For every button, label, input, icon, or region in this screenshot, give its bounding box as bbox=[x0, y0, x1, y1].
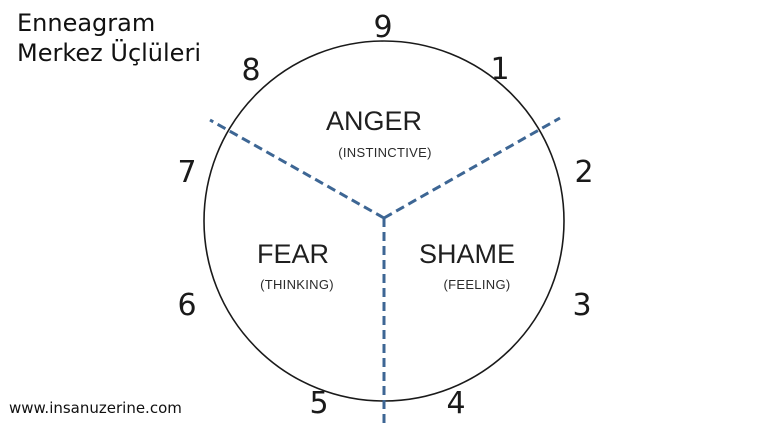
divider-line-right bbox=[383, 116, 561, 220]
point-1: 1 bbox=[490, 52, 509, 87]
point-3: 3 bbox=[572, 288, 591, 323]
website-url: www.insanuzerine.com bbox=[9, 399, 182, 417]
point-5: 5 bbox=[309, 386, 328, 421]
title-line-1: Enneagram bbox=[17, 9, 156, 37]
point-2: 2 bbox=[574, 155, 593, 190]
point-9: 9 bbox=[373, 10, 392, 45]
anger-center-type: (INSTINCTIVE) bbox=[338, 145, 431, 160]
title-line-2: Merkez Üçlüleri bbox=[17, 39, 201, 67]
point-7: 7 bbox=[177, 155, 196, 190]
fear-center-type: (THINKING) bbox=[260, 277, 334, 292]
shame-center-type: (FEELING) bbox=[444, 277, 511, 292]
title: Enneagram Merkez Üçlüleri bbox=[17, 8, 201, 68]
point-6: 6 bbox=[177, 288, 196, 323]
divider-line-left bbox=[209, 118, 385, 220]
shame-center-label: SHAME bbox=[419, 239, 515, 269]
fear-center-label: FEAR bbox=[257, 239, 329, 269]
point-4: 4 bbox=[446, 386, 465, 421]
point-8: 8 bbox=[241, 53, 260, 88]
anger-center-label: ANGER bbox=[326, 106, 422, 136]
